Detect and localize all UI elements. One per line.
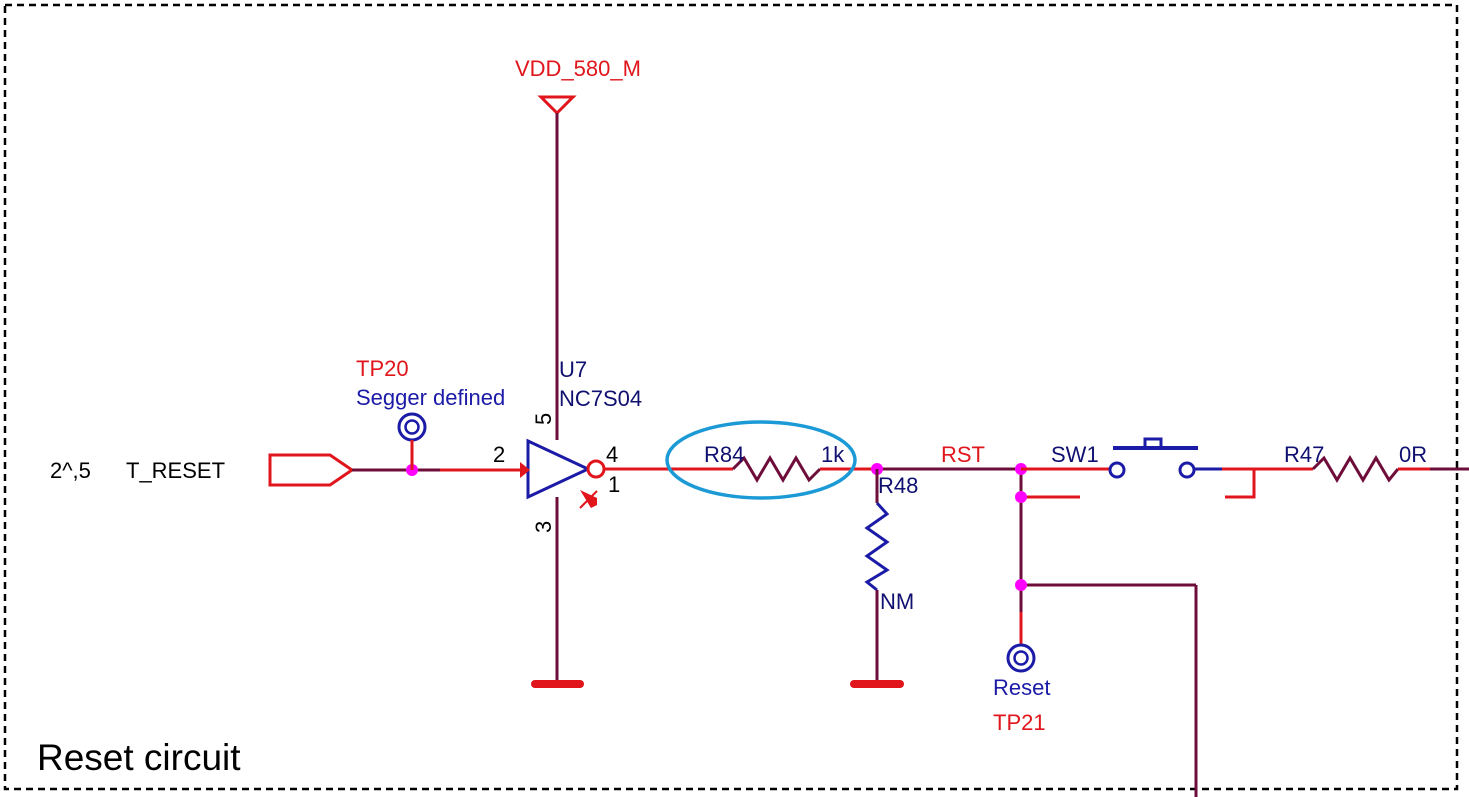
u7-pin-nc: 1 [608, 472, 620, 497]
connector-port-symbol [268, 453, 355, 487]
resistor-r48: R48 NM [850, 469, 918, 688]
sw1-contact-left [1108, 461, 1126, 479]
sheet-title: Reset circuit [37, 737, 241, 778]
connector-net-label: T_RESET [126, 458, 225, 483]
tp21-pad-outer [1006, 643, 1036, 673]
highlight-ellipse [665, 420, 857, 500]
u7-ref-label: U7 [559, 357, 587, 382]
u7-part-label: NC7S04 [559, 386, 642, 411]
sw1-contact-right [1178, 461, 1196, 479]
tp20-desc-label: Segger defined [356, 385, 505, 410]
r47-zigzag [1311, 455, 1400, 483]
junction-dot [1015, 491, 1027, 503]
inverter-u7: U7 NC7S04 2 4 1 5 3 [493, 357, 642, 688]
rst-node: RST [871, 442, 1021, 475]
rst-net-label: RST [941, 442, 985, 467]
sw1-stub-wire [1225, 469, 1256, 499]
u7-pin-gnd: 3 [531, 521, 556, 533]
no-connect-stroke [579, 490, 598, 509]
r48-ref-label: R48 [878, 473, 918, 498]
r84-zigzag [731, 455, 822, 483]
r47-ref-label: R47 [1284, 442, 1324, 467]
tp20-pad-outer [397, 412, 427, 442]
input-arrow [520, 462, 530, 478]
u7-pin-vcc: 5 [531, 413, 556, 425]
connector-ref-label: 2^,5 [50, 458, 91, 483]
tp21-ref-label: TP21 [993, 710, 1046, 735]
inverter-bubble [586, 459, 606, 479]
sw1-ref-label: SW1 [1051, 442, 1099, 467]
inverter-triangle [526, 438, 592, 500]
tp21-pad-inner [1013, 650, 1029, 666]
sheet-border [3, 3, 1459, 791]
r47-value-label: 0R [1399, 442, 1427, 467]
vdd-arrow-symbol [537, 95, 577, 116]
r48-value-label: NM [880, 589, 914, 614]
resistor-r47: R47 0R [1254, 442, 1469, 483]
u7-pin-in: 2 [493, 442, 505, 467]
sw1-actuator-knob [1143, 437, 1163, 450]
input-connector: 2^,5 T_RESET [50, 453, 520, 487]
vdd-supply: VDD_580_M [515, 56, 641, 440]
reset-branch [1015, 463, 1198, 797]
junction-dot [1015, 579, 1027, 591]
resistor-r84: R84 1k [604, 420, 877, 500]
vdd-net-label: VDD_580_M [515, 56, 641, 81]
tp21-desc-label: Reset [993, 675, 1050, 700]
test-point-tp20: TP20 Segger defined [356, 356, 505, 470]
switch-sw1: SW1 [1021, 437, 1256, 499]
r84-ref-label: R84 [704, 442, 744, 467]
u7-pin-out: 4 [606, 442, 618, 467]
test-point-tp21: Reset TP21 [993, 643, 1050, 735]
r84-value-label: 1k [821, 442, 845, 467]
tp20-ref-label: TP20 [356, 356, 409, 381]
tp20-pad-inner [404, 419, 420, 435]
r48-zigzag [864, 501, 890, 592]
